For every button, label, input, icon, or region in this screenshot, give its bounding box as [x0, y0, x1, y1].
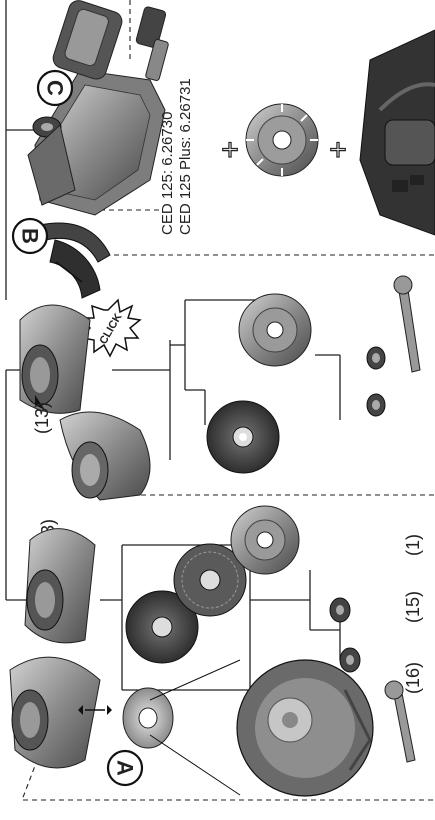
- guard-middle: [19, 304, 91, 414]
- click-badge: CLICK: [80, 298, 142, 358]
- flange-middle-a: [366, 346, 386, 370]
- diamond-blade-lower: [230, 505, 300, 575]
- spanner-lower: [384, 680, 416, 763]
- marker-a-label: A: [113, 760, 138, 776]
- disc-a: [122, 687, 174, 749]
- guard-a: [9, 656, 112, 769]
- plus-symbols: + +: [221, 133, 348, 167]
- zoom-line-2: [149, 734, 241, 796]
- part-label-guard-upper: (13): [32, 402, 52, 434]
- part-label-wrench: (16): [403, 662, 423, 694]
- zoom-line-1: [149, 659, 241, 701]
- marker-b: B: [11, 217, 49, 255]
- mounted-tool-assembly: [27, 0, 169, 216]
- cutting-disc-middle: [206, 400, 280, 474]
- guard-dark-b: [39, 222, 111, 299]
- marker-c: C: [36, 69, 74, 107]
- plus-sign-2: +: [329, 134, 347, 167]
- product-code-ced125: CED 125: 6.26730: [159, 112, 176, 235]
- nut-lower: [339, 647, 361, 673]
- product-code-ced125-plus: CED 125 Plus: 6.26731: [177, 78, 194, 235]
- plus-sign-1: +: [221, 134, 239, 167]
- spanner-middle: [393, 275, 421, 373]
- guard-open: [59, 411, 151, 501]
- marker-a: A: [106, 749, 144, 787]
- dashed-frames: [21, 0, 435, 801]
- part-label-nut: (15): [403, 591, 423, 623]
- part-label-flange: (1): [403, 534, 423, 556]
- flap-disc-lower: [173, 543, 247, 617]
- vacuum-adapter: [359, 29, 435, 236]
- guard-lower: [24, 528, 96, 644]
- product-codes: CED 125: 6.26730 CED 125 Plus: 6.26731: [159, 78, 194, 235]
- flange-lower: [329, 597, 351, 623]
- marker-b-label: B: [18, 228, 43, 244]
- guard-b-arrow: [55, 261, 83, 283]
- marker-c-label: C: [43, 80, 68, 96]
- grinding-disc-lower: [125, 590, 199, 664]
- flange-middle-b: [366, 393, 386, 417]
- zoom-detail: [236, 659, 374, 797]
- diamond-blade-top: [245, 103, 319, 177]
- diamond-blade-middle: [238, 293, 312, 367]
